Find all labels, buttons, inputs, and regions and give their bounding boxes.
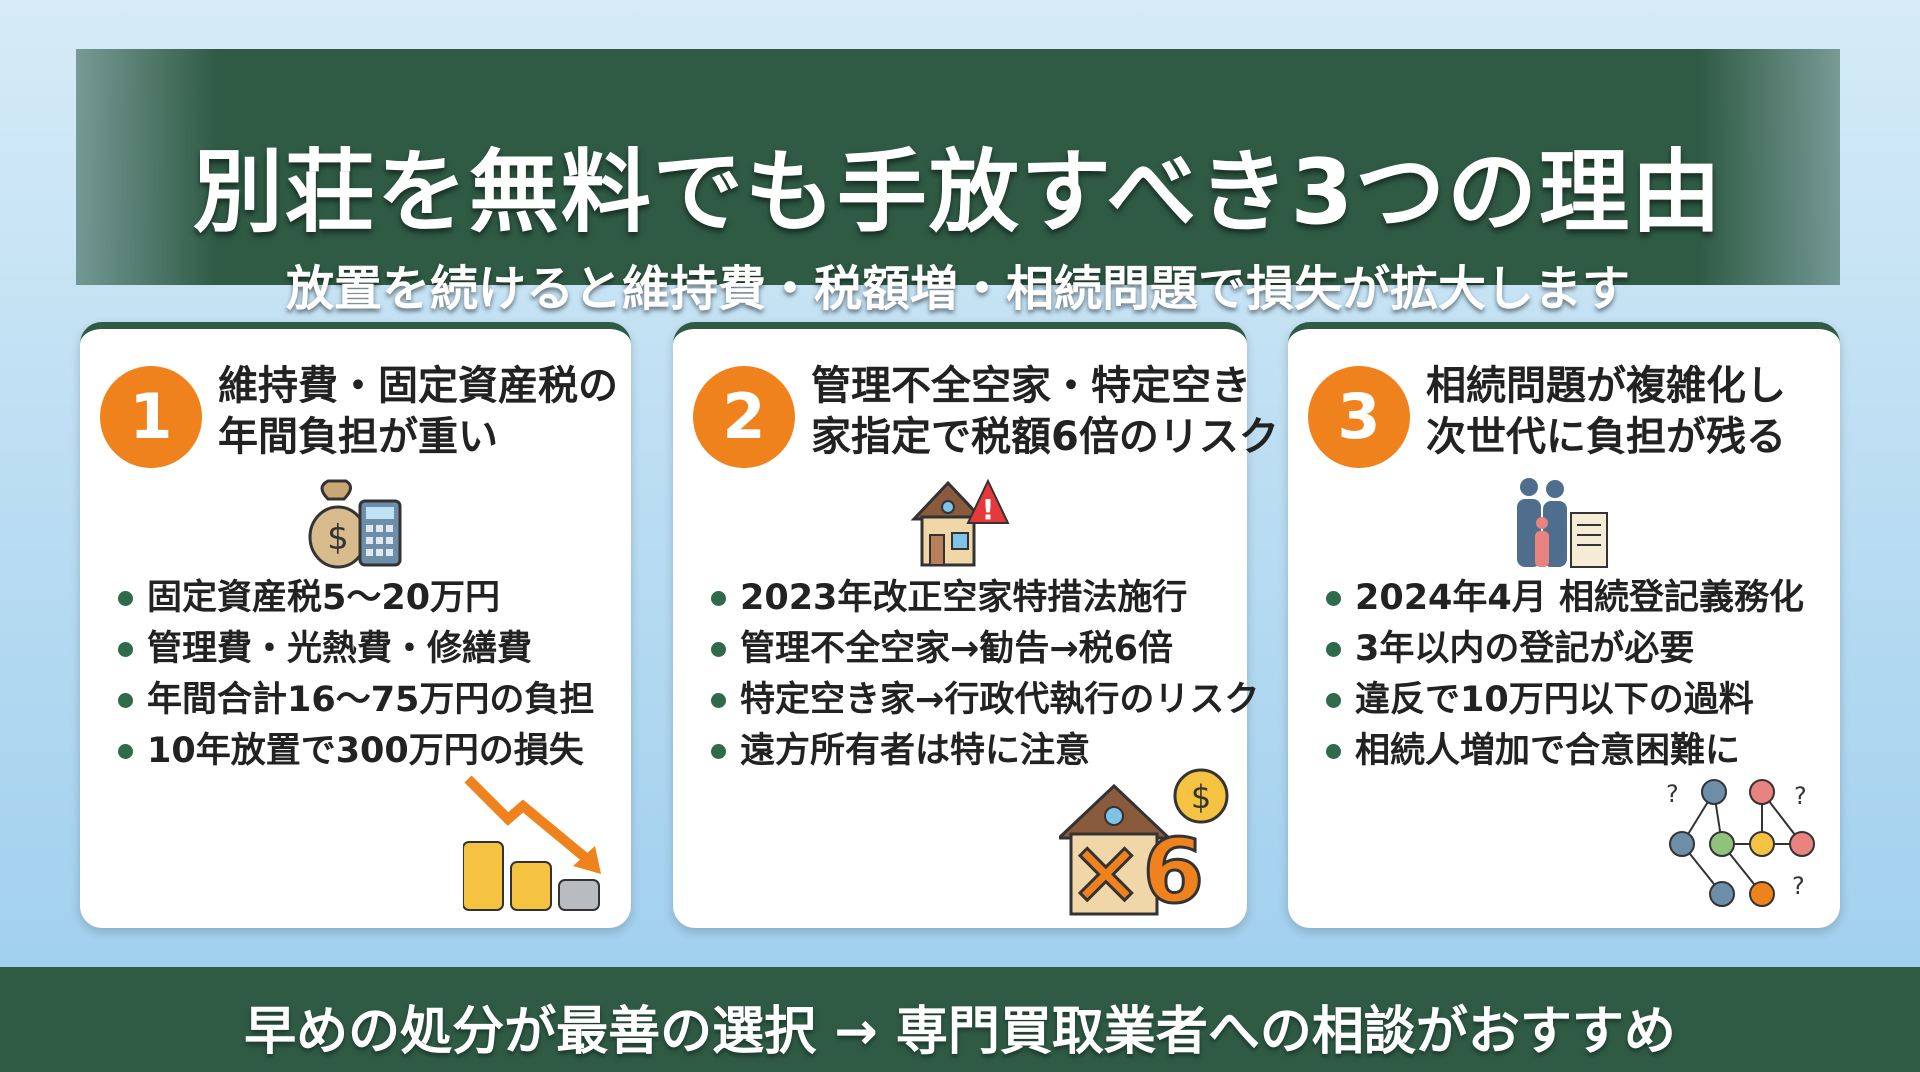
page-title: 別荘を無料でも手放すべき3つの理由 — [192, 140, 1724, 245]
reason-card-2: 2 管理不全空家・特定空き家指定で税額6倍のリスク ! 2023年改正空家特措法… — [673, 322, 1279, 928]
svg-text:!: ! — [982, 493, 995, 526]
list-item: 特定空き家→行政代執行のリスク — [711, 675, 1259, 726]
list-item: 2024年4月 相続登記義務化 — [1326, 573, 1804, 624]
list-item: 3年以内の登記が必要 — [1326, 624, 1804, 675]
list-item: 10年放置で300万円の損失 — [118, 726, 594, 777]
bullet-list: 2023年改正空家特措法施行 管理不全空家→勧告→税6倍 特定空き家→行政代執行… — [711, 573, 1259, 777]
number-badge: 1 — [100, 366, 202, 468]
house-warning-icon: ! — [673, 477, 1247, 569]
reason-card-3: 3 相続問題が複雑化し次世代に負担が残る 2024年4月 相続登記義務化 3年以… — [1288, 322, 1840, 928]
svg-text:?: ? — [1792, 872, 1805, 900]
card-heading: 維持費・固定資産税の年間負担が重い — [218, 363, 618, 460]
list-item: 遠方所有者は特に注意 — [711, 726, 1259, 777]
bullet-list: 2024年4月 相続登記義務化 3年以内の登記が必要 違反で10万円以下の過料 … — [1326, 573, 1804, 777]
list-item: 違反で10万円以下の過料 — [1326, 675, 1804, 726]
money-bag-calculator-icon: $ — [80, 477, 631, 569]
page-subtitle: 放置を続けると維持費・税額増・相続問題で損失が拡大します — [285, 261, 1630, 317]
footer-banner: 早めの処分が最善の選択 → 専門買取業者への相談がおすすめ — [0, 967, 1920, 1072]
card-heading: 相続問題が複雑化し次世代に負担が残る — [1426, 363, 1786, 460]
family-document-icon — [1288, 477, 1840, 569]
header-banner: 別荘を無料でも手放すべき3つの理由 放置を続けると維持費・税額増・相続問題で損失… — [76, 49, 1840, 317]
house-times-six-icon: $ ×6 — [1059, 768, 1229, 925]
svg-text:?: ? — [1794, 782, 1807, 810]
list-item: 管理不全空家→勧告→税6倍 — [711, 624, 1259, 675]
footer-message: 早めの処分が最善の選択 → 専門買取業者への相談がおすすめ — [244, 1002, 1676, 1062]
times-six-label: ×6 — [1068, 819, 1206, 925]
inheritance-network-icon: ??? — [1662, 774, 1822, 918]
list-item: 固定資産税5〜20万円 — [118, 573, 594, 624]
svg-text:$: $ — [327, 518, 349, 558]
list-item: 年間合計16〜75万円の負担 — [118, 675, 594, 726]
number-badge: 3 — [1308, 366, 1410, 468]
list-item: 管理費・光熱費・修繕費 — [118, 624, 594, 675]
number-badge: 2 — [693, 366, 795, 468]
svg-text:$: $ — [1191, 778, 1211, 816]
bullet-list: 固定資産税5〜20万円 管理費・光熱費・修繕費 年間合計16〜75万円の負担 1… — [118, 573, 594, 777]
list-item: 2023年改正空家特措法施行 — [711, 573, 1259, 624]
falling-coins-chart-icon — [462, 774, 613, 918]
svg-text:?: ? — [1666, 780, 1679, 808]
list-item: 相続人増加で合意困難に — [1326, 726, 1804, 777]
reason-card-1: 1 維持費・固定資産税の年間負担が重い $ 固定資産税5〜20万円 管理費・光熱… — [80, 322, 631, 928]
card-heading: 管理不全空家・特定空き家指定で税額6倍のリスク — [811, 363, 1279, 460]
